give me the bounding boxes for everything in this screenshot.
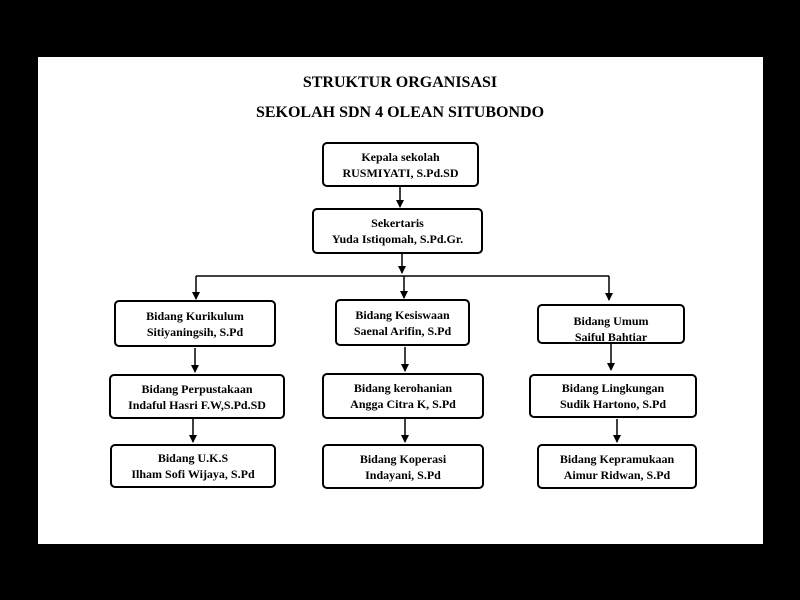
- node-bidang-kurikulum-role: Bidang Kurikulum: [146, 308, 244, 323]
- node-bidang-kesiswaan: Bidang Kesiswaan Saenal Arifin, S.Pd: [335, 299, 470, 346]
- node-bidang-kerohanian-role: Bidang kerohanian: [353, 381, 453, 395]
- node-bidang-koperasi: Bidang Koperasi Indayani, S.Pd: [322, 444, 484, 489]
- node-bidang-lingkungan: Bidang Lingkungan Sudik Hartono, S.Pd: [529, 374, 697, 418]
- node-bidang-kesiswaan-person: Saenal Arifin, S.Pd: [353, 323, 452, 338]
- node-bidang-kurikulum-person: Sitiyaningsih, S.Pd: [146, 324, 244, 339]
- node-sekertaris-person: Yuda Istiqomah, S.Pd.Gr.: [331, 232, 464, 246]
- node-bidang-kerohanian: Bidang kerohanian Angga Citra K, S.Pd: [322, 373, 484, 419]
- node-bidang-uks-role: Bidang U.K.S: [157, 451, 229, 465]
- node-sekertaris-role: Sekertaris: [371, 216, 424, 230]
- node-bidang-uks: Bidang U.K.S Ilham Sofi Wijaya, S.Pd: [110, 444, 276, 488]
- node-bidang-koperasi-role: Bidang Koperasi: [359, 451, 447, 466]
- node-bidang-koperasi-person: Indayani, S.Pd: [365, 467, 441, 482]
- node-bidang-lingkungan-person: Sudik Hartono, S.Pd: [559, 397, 667, 411]
- chart-subtitle: SEKOLAH SDN 4 OLEAN SITUBONDO: [255, 104, 545, 121]
- node-kepala-sekolah-role: Kepala sekolah: [361, 149, 440, 164]
- node-bidang-perpustakaan-role: Bidang Perpustakaan: [141, 381, 253, 396]
- node-kepala-sekolah-person: RUSMIYATI, S.Pd.SD: [342, 165, 459, 180]
- node-bidang-lingkungan-role: Bidang Lingkungan: [561, 381, 665, 395]
- node-bidang-kepramukaan-role: Bidang Kepramukaan: [559, 451, 675, 466]
- node-kepala-sekolah: Kepala sekolah RUSMIYATI, S.Pd.SD: [322, 142, 479, 187]
- node-bidang-umum-role: Bidang Umum: [573, 314, 649, 328]
- node-bidang-kesiswaan-role: Bidang Kesiswaan: [355, 307, 450, 322]
- node-bidang-kepramukaan-person: Aimur Ridwan, S.Pd: [563, 467, 671, 482]
- node-bidang-perpustakaan-person: Indaful Hasri F.W,S.Pd.SD: [128, 397, 266, 412]
- node-bidang-umum: Bidang Umum Saiful Bahtiar: [537, 304, 685, 344]
- node-bidang-kerohanian-person: Angga Citra K, S.Pd: [350, 397, 456, 411]
- node-sekertaris: Sekertaris Yuda Istiqomah, S.Pd.Gr.: [312, 208, 483, 254]
- node-bidang-uks-person: Ilham Sofi Wijaya, S.Pd: [131, 467, 255, 481]
- node-bidang-umum-person: Saiful Bahtiar: [574, 330, 648, 344]
- node-bidang-kepramukaan: Bidang Kepramukaan Aimur Ridwan, S.Pd: [537, 444, 697, 489]
- node-bidang-kurikulum: Bidang Kurikulum Sitiyaningsih, S.Pd: [114, 300, 276, 347]
- chart-title: STRUKTUR ORGANISASI: [302, 74, 498, 91]
- node-bidang-perpustakaan: Bidang Perpustakaan Indaful Hasri F.W,S.…: [109, 374, 285, 419]
